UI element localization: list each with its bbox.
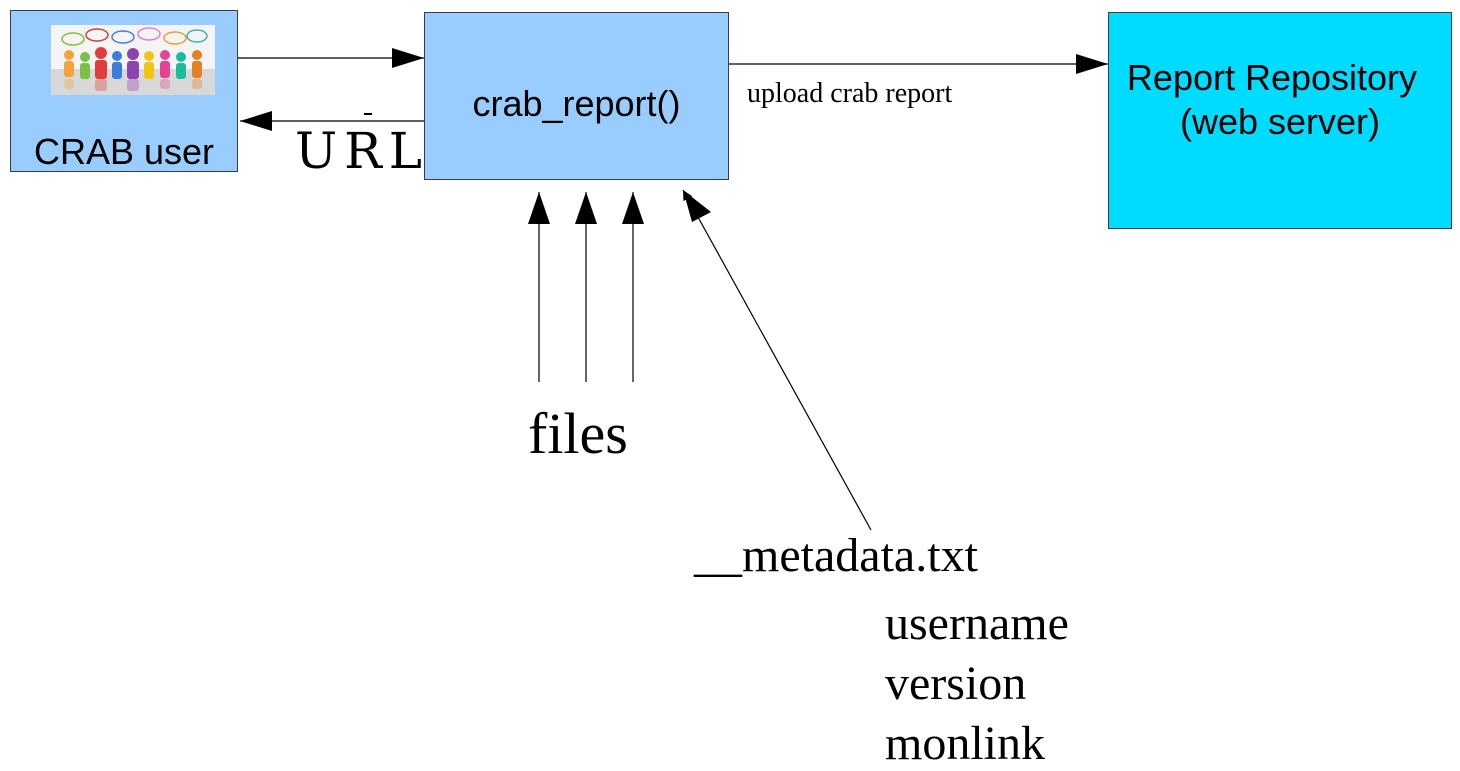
arrowhead-file-2 bbox=[575, 192, 597, 224]
crab-report-node: crab_report() bbox=[424, 12, 729, 180]
report-repository-node: Report Repository (web server) bbox=[1108, 12, 1452, 229]
crab-user-node: CRAB user bbox=[10, 10, 238, 172]
metadata-field-version: version bbox=[885, 657, 1027, 710]
metadata-file-label: __metadata.txt bbox=[694, 529, 978, 582]
crab-user-label: CRAB user bbox=[33, 131, 215, 172]
metadata-field-monlink: monlink bbox=[885, 717, 1046, 770]
upload-edge-label: upload crab report bbox=[747, 78, 953, 109]
arrowhead-metadata bbox=[683, 190, 711, 222]
metadata-field-username: username bbox=[885, 597, 1069, 650]
files-label: files bbox=[528, 401, 628, 466]
people-group-icon bbox=[51, 25, 215, 95]
arrowhead-user-to-report bbox=[392, 48, 424, 68]
arrowhead-report-to-repository bbox=[1076, 54, 1108, 74]
repository-subtitle: (web server) bbox=[1179, 101, 1381, 142]
arrowhead-file-3 bbox=[622, 192, 644, 224]
arrowhead-file-1 bbox=[528, 192, 550, 224]
url-edge-label: URL bbox=[295, 122, 429, 180]
arrowhead-report-to-user bbox=[240, 111, 272, 131]
repository-title: Report Repository bbox=[1126, 57, 1418, 98]
crab-report-label: crab_report() bbox=[472, 83, 681, 124]
arrow-metadata bbox=[682, 189, 872, 531]
